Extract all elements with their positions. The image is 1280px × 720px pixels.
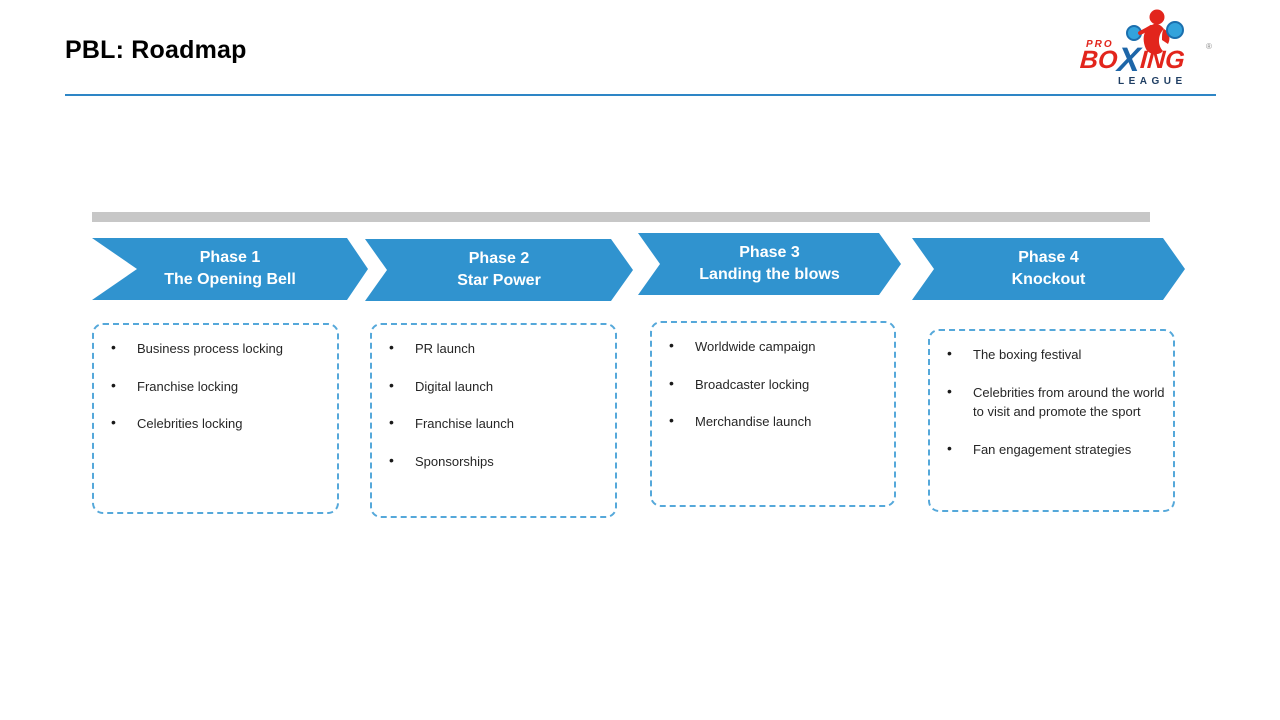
page-title: PBL: Roadmap <box>65 36 247 64</box>
phase-3-bullet-list: Worldwide campaignBroadcaster lockingMer… <box>652 323 894 432</box>
list-item: Broadcaster locking <box>652 374 886 395</box>
list-item: Merchandise launch <box>652 411 886 432</box>
logo-pro-text: PRO <box>1086 39 1114 50</box>
phase-4-details-box: The boxing festivalCelebrities from arou… <box>928 329 1175 512</box>
phase-name: Phase 2 <box>468 250 530 267</box>
phase-2-bullet-list: PR launchDigital launchFranchise launchS… <box>372 325 615 471</box>
phase-1-details-box: Business process lockingFranchise lockin… <box>92 323 339 514</box>
list-item: Fan engagement strategies <box>930 439 1165 460</box>
phase-1-label: Phase 1 The Opening Bell <box>92 238 368 300</box>
phase-subtitle: Knockout <box>1011 271 1086 288</box>
chevron-shape <box>638 233 901 295</box>
phase-3-label: Phase 3 Landing the blows <box>638 233 901 295</box>
logo-league-text: LEAGUE <box>1118 76 1187 87</box>
list-item: The boxing festival <box>930 344 1165 365</box>
list-item: Celebrities locking <box>94 413 329 434</box>
phase-name: Phase 4 <box>1018 249 1079 266</box>
chevron-shape <box>92 238 368 300</box>
phase-4-bullet-list: The boxing festivalCelebrities from arou… <box>930 331 1173 459</box>
registered-trademark-icon: ® <box>1206 42 1212 51</box>
phase-subtitle: Star Power <box>457 272 541 289</box>
phase-subtitle: Landing the blows <box>699 266 840 283</box>
phase-3-chevron: Phase 3 Landing the blows <box>638 233 901 295</box>
timeline-bar <box>92 212 1150 222</box>
logo-boxing-x: X <box>1116 41 1142 79</box>
boxer-icon <box>1126 9 1184 55</box>
chevron-shape <box>365 239 633 301</box>
phase-4-label: Phase 4 Knockout <box>912 238 1185 300</box>
title-divider <box>65 94 1216 96</box>
list-item: Digital launch <box>372 376 607 397</box>
chevron-shape <box>912 238 1185 300</box>
phase-3-details-box: Worldwide campaignBroadcaster lockingMer… <box>650 321 896 507</box>
phase-2-label: Phase 2 Star Power <box>365 239 633 301</box>
phase-2-chevron: Phase 2 Star Power <box>365 239 633 301</box>
list-item: Worldwide campaign <box>652 336 886 357</box>
logo-boxing-ing: ING <box>1139 46 1186 74</box>
list-item: Business process locking <box>94 338 329 359</box>
phase-2-details-box: PR launchDigital launchFranchise launchS… <box>370 323 617 518</box>
phase-1-chevron: Phase 1 The Opening Bell <box>92 238 368 300</box>
phase-name: Phase 1 <box>199 249 261 266</box>
pro-boxing-league-logo: PRO BOXING ® LEAGUE <box>1079 6 1220 92</box>
phase-name: Phase 3 <box>739 244 800 261</box>
phase-4-chevron: Phase 4 Knockout <box>912 238 1185 300</box>
list-item: Franchise launch <box>372 413 607 434</box>
list-item: Sponsorships <box>372 451 607 472</box>
list-item: PR launch <box>372 338 607 359</box>
phase-1-bullet-list: Business process lockingFranchise lockin… <box>94 325 337 434</box>
list-item: Celebrities from around the world to vis… <box>930 382 1165 422</box>
phase-subtitle: The Opening Bell <box>164 271 296 288</box>
logo-boxing-bo: BO <box>1079 46 1119 74</box>
logo-boxing-text: BOXING <box>1079 41 1211 79</box>
list-item: Franchise locking <box>94 376 329 397</box>
